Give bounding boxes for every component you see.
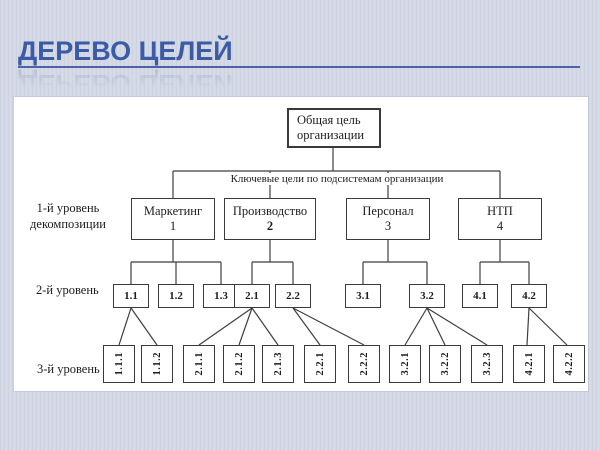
tree-node-3-2-3: 3.2.3 xyxy=(471,345,503,383)
root-goal-label: Общая цель организации xyxy=(297,113,365,142)
tree-node-4-2-2: 4.2.2 xyxy=(553,345,585,383)
tree-node-number: 1 xyxy=(169,219,177,233)
tree-node-number: 2.2.1 xyxy=(314,352,326,376)
tree-node-3-2-1: 3.2.1 xyxy=(389,345,421,383)
tree-node-number: 4.2 xyxy=(522,290,536,302)
tree-node-label: Маркетинг xyxy=(143,204,203,218)
tree-node-personnel: Персонал 3 xyxy=(346,198,430,240)
tree-node-4-2-1: 4.2.1 xyxy=(513,345,545,383)
tree-node-number: 4.2.1 xyxy=(523,352,535,376)
tree-node-2-1-3: 2.1.3 xyxy=(262,345,294,383)
tree-node-number: 4.1 xyxy=(473,290,487,302)
tree-node-4-2: 4.2 xyxy=(511,284,547,308)
tree-node-number: 2.2.2 xyxy=(358,352,370,376)
tree-node-number: 2.1.2 xyxy=(233,352,245,376)
tree-node-1-1: 1.1 xyxy=(113,284,149,308)
tree-node-3-1: 3.1 xyxy=(345,284,381,308)
tree-node-3-2-2: 3.2.2 xyxy=(429,345,461,383)
tree-node-4-1: 4.1 xyxy=(462,284,498,308)
slide-title: ДЕРЕВО ЦЕЛЕЙ xyxy=(18,36,233,66)
tree-node-2-1-2: 2.1.2 xyxy=(223,345,255,383)
tree-node-2-1: 2.1 xyxy=(234,284,270,308)
tree-node-number: 3.2.2 xyxy=(439,352,451,376)
tree-node-number: 1.3 xyxy=(214,290,228,302)
tree-node-2-2-1: 2.2.1 xyxy=(304,345,336,383)
tree-node-number: 4 xyxy=(496,219,504,233)
tree-node-number: 1.1 xyxy=(124,290,138,302)
row-label-level1: 1-й уровень декомпозиции xyxy=(30,201,106,231)
tree-node-2-2: 2.2 xyxy=(275,284,311,308)
tree-node-number: 2.1 xyxy=(245,290,259,302)
bracket-label: Ключевые цели по подсистемам организации xyxy=(227,173,447,185)
row-label-level3: 3-й уровень xyxy=(37,362,100,376)
row-label-level2: 2-й уровень xyxy=(36,283,99,297)
tree-node-number: 3.2.1 xyxy=(399,352,411,376)
tree-node-number: 2 xyxy=(266,219,274,233)
tree-node-2-1-1: 2.1.1 xyxy=(183,345,215,383)
title-underline xyxy=(18,66,580,68)
tree-node-label: НТП xyxy=(487,204,513,218)
tree-node-1-2: 1.2 xyxy=(158,284,194,308)
tree-node-number: 3 xyxy=(384,219,392,233)
tree-node-production: Производство 2 xyxy=(224,198,316,240)
tree-node-number: 1.1.2 xyxy=(151,352,163,376)
tree-node-1-1-2: 1.1.2 xyxy=(141,345,173,383)
tree-node-label: Производство xyxy=(232,204,308,218)
tree-node-number: 3.1 xyxy=(356,290,370,302)
tree-node-number: 2.1.3 xyxy=(272,352,284,376)
tree-node-2-2-2: 2.2.2 xyxy=(348,345,380,383)
tree-node-number: 1.2 xyxy=(169,290,183,302)
tree-node-number: 3.2.3 xyxy=(481,352,493,376)
tree-node-1-1-1: 1.1.1 xyxy=(103,345,135,383)
tree-node-label: Персонал xyxy=(362,204,414,218)
tree-node-number: 2.1.1 xyxy=(193,352,205,376)
tree-node-3-2: 3.2 xyxy=(409,284,445,308)
tree-node-number: 4.2.2 xyxy=(563,352,575,376)
tree-node-marketing: Маркетинг 1 xyxy=(131,198,215,240)
tree-node-number: 3.2 xyxy=(420,290,434,302)
tree-node-ntp: НТП 4 xyxy=(458,198,542,240)
tree-node-number: 2.2 xyxy=(286,290,300,302)
root-goal-box: Общая цель организации xyxy=(287,108,381,148)
tree-node-number: 1.1.1 xyxy=(113,352,125,376)
